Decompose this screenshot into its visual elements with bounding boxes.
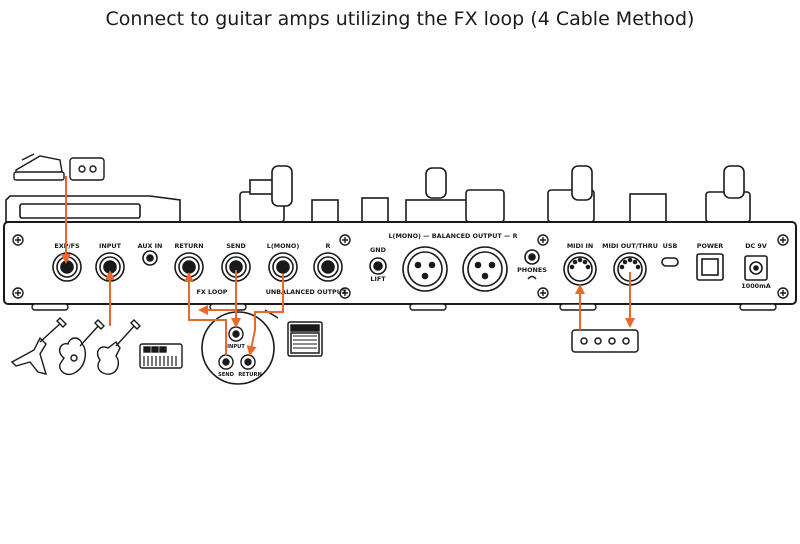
xlr-left-jack (402, 246, 448, 292)
cables (61, 176, 635, 356)
return-label: RETURN (174, 242, 203, 250)
electric-guitar-2-icon (96, 319, 141, 375)
balanced-output-label: L(MONO) — BALANCED OUTPUT — R (388, 232, 517, 240)
cable-amp-send-to-return (184, 272, 227, 356)
xlr-right-jack (462, 246, 508, 292)
dc-9v-label: DC 9V (745, 242, 767, 250)
input-label: INPUT (99, 242, 122, 250)
power-label: POWER (697, 242, 724, 250)
panel-jacks (52, 246, 768, 292)
usb-port (661, 257, 679, 267)
midi-controller-icon (571, 329, 639, 353)
ground-lift-switch (369, 257, 387, 275)
lift-label: LIFT (370, 275, 386, 283)
phones-label: PHONES (517, 266, 547, 274)
unbalanced-output-label: UNBALANCED OUTPUT (266, 288, 347, 296)
amp-fx-loop-callout: INPUT SEND RETURN (201, 309, 279, 385)
midi-in-label: MIDI IN (567, 242, 593, 250)
guitar-amp-icon (287, 321, 323, 357)
acoustic-guitar-icon (58, 319, 105, 376)
page-title: Connect to guitar amps utilizing the FX … (105, 8, 695, 30)
r-jack (313, 252, 343, 282)
amp-send-jack (218, 354, 234, 370)
aux-in-label: AUX IN (138, 242, 163, 250)
power-switch (696, 253, 724, 281)
send-label: SEND (226, 242, 246, 250)
current-label: 1000mA (741, 282, 770, 290)
expression-pedal-icon (13, 153, 65, 181)
panel-screws (12, 234, 789, 299)
exp-fs-label: EXP/FS (54, 242, 80, 250)
fx-loop-label: FX LOOP (197, 288, 228, 296)
aux-in-jack (142, 250, 158, 266)
l-mono-jack (268, 252, 298, 282)
midi-out-thru-label: MIDI OUT/THRU (602, 242, 658, 250)
amp-return-jack (240, 354, 256, 370)
amp-input-label: INPUT (227, 344, 245, 350)
midi-in-jack (563, 252, 597, 286)
r-label: R (326, 242, 331, 250)
usb-label: USB (663, 242, 678, 250)
footswitch-icon (69, 157, 105, 181)
gnd-label: GND (370, 246, 386, 254)
dc-jack (744, 255, 768, 281)
amp-return-label: RETURN (238, 372, 262, 378)
amp-input-jack (228, 326, 244, 342)
amp-send-label: SEND (218, 372, 235, 378)
keyboard-icon (139, 343, 183, 369)
l-mono-label: L(MONO) (267, 242, 300, 250)
phones-jack (524, 249, 540, 265)
rear-panel (3, 221, 797, 305)
electric-guitar-icon (10, 317, 67, 375)
cable-output-to-amp-return (246, 274, 284, 356)
device-top-hardware (5, 165, 751, 223)
midi-out-jack (613, 252, 647, 286)
